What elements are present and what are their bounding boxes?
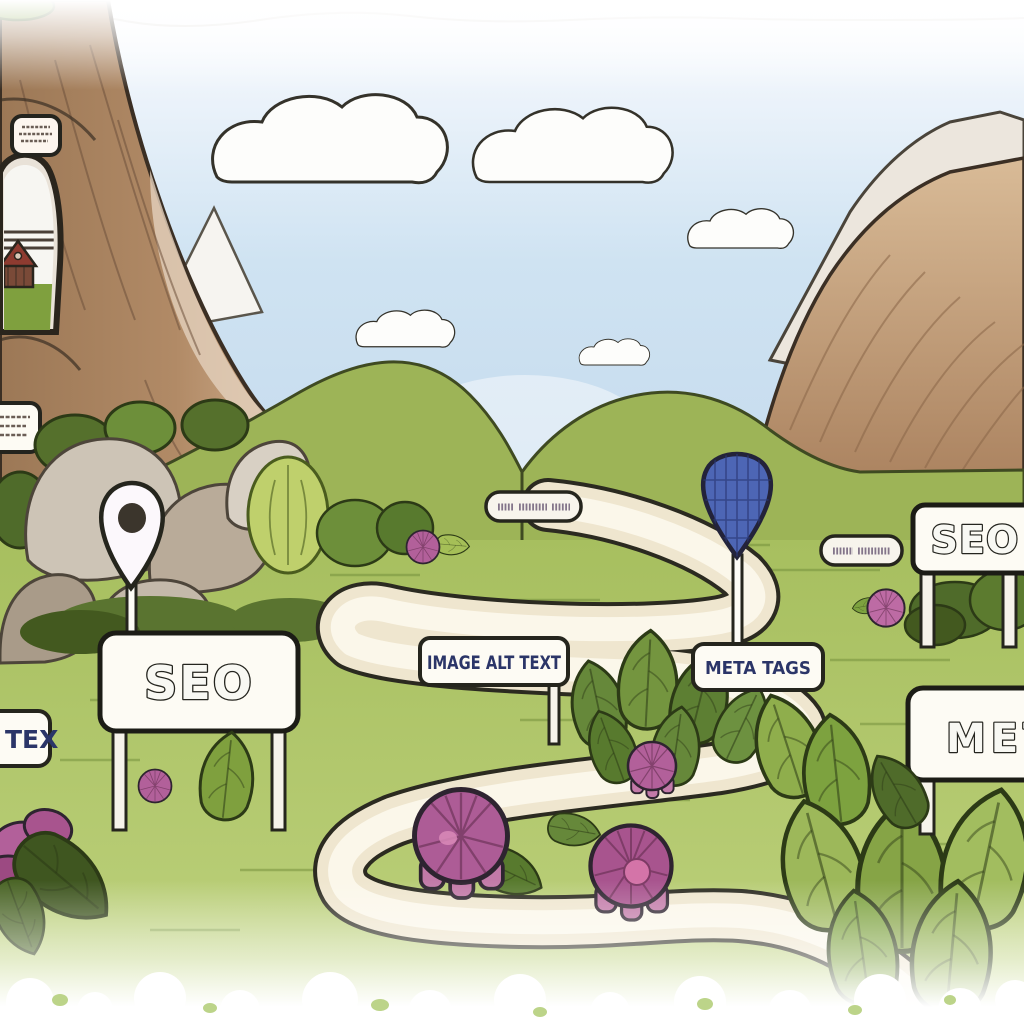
cliff-tag-mid bbox=[0, 401, 42, 454]
cliff-highlight bbox=[150, 170, 286, 446]
cliff-tag-top bbox=[10, 114, 62, 157]
sign-seo-right: SEO bbox=[910, 502, 1024, 649]
flower-center bbox=[439, 831, 457, 845]
sign-label: META TAGS bbox=[705, 658, 811, 679]
sign-post bbox=[111, 726, 128, 832]
sign-post bbox=[1001, 569, 1018, 649]
bottom-speckles bbox=[52, 994, 956, 1017]
sign-image-alt-text: IMAGE ALT TEXT bbox=[418, 636, 570, 746]
sign-scribble-center bbox=[484, 490, 583, 523]
sign-label: IMAGE ALT TEXT bbox=[427, 652, 561, 674]
cliff-house-vignette bbox=[0, 151, 64, 335]
flower bbox=[137, 768, 173, 804]
pin-body bbox=[99, 480, 165, 592]
house-window bbox=[13, 251, 23, 261]
balloon-pole bbox=[731, 553, 744, 649]
scribble-text bbox=[19, 125, 52, 143]
bush bbox=[180, 398, 250, 452]
mountain-right-hatch bbox=[789, 254, 1024, 475]
scribble-text bbox=[0, 415, 30, 437]
sign-label: META bbox=[946, 716, 1024, 762]
vignette-fence bbox=[4, 230, 54, 250]
sign-seo-left: SEO bbox=[97, 630, 301, 832]
sign-post bbox=[270, 726, 287, 832]
sign-tex: TEX bbox=[0, 709, 58, 768]
sign-label: TEX bbox=[5, 725, 58, 754]
vignette-grass bbox=[4, 284, 54, 330]
sign-meta-tags: META TAGS bbox=[691, 642, 825, 692]
sign-post bbox=[547, 680, 561, 746]
sign-label: SEO bbox=[144, 656, 254, 710]
sign-label: SEO bbox=[931, 518, 1020, 562]
flower bbox=[405, 529, 441, 565]
top-fade bbox=[0, 0, 1024, 90]
bottom-scallops bbox=[6, 972, 1024, 1024]
sign-scribble-right bbox=[819, 534, 904, 567]
map-pin-icon bbox=[99, 480, 165, 647]
flower bbox=[866, 588, 906, 628]
lime-bush-veins bbox=[268, 465, 308, 565]
cliff-ledges bbox=[0, 97, 97, 371]
pin-hole bbox=[118, 503, 146, 533]
flower bbox=[628, 742, 676, 798]
sign-post bbox=[919, 569, 936, 649]
house-siding bbox=[7, 266, 25, 286]
